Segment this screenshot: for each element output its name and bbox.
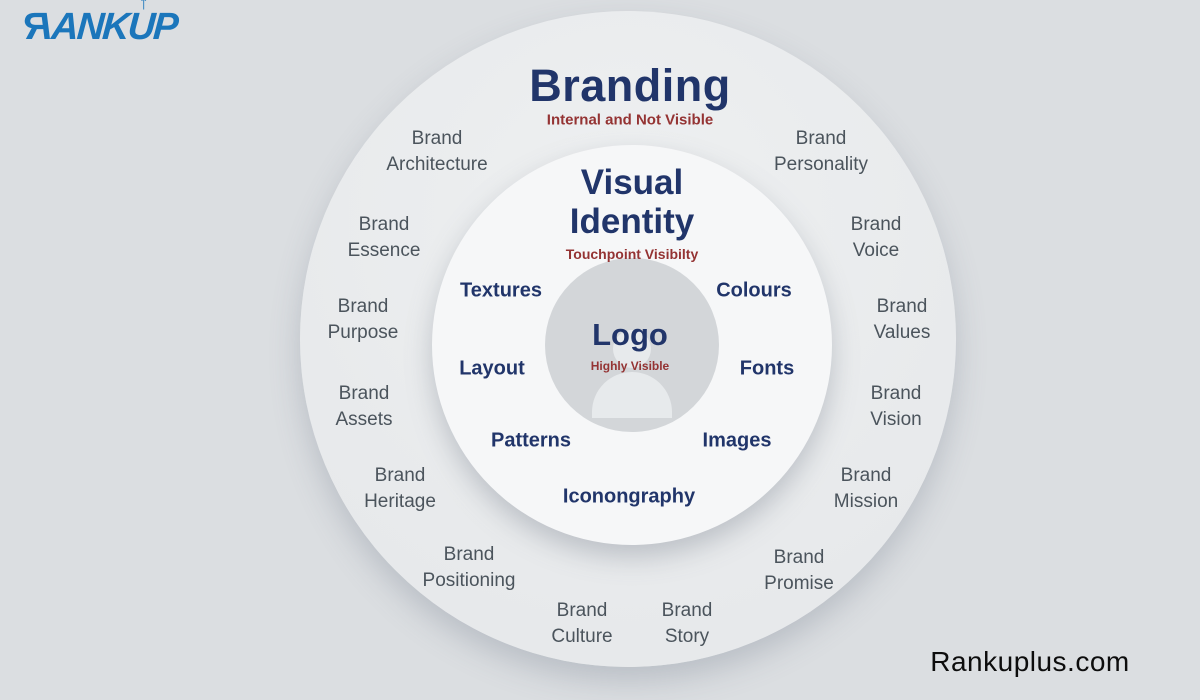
logo-title: Logo [592, 317, 668, 352]
mid-label-colours: Colours [716, 279, 792, 302]
outer-label-brand-personality: Brand Personality [774, 128, 868, 175]
logo-letter-p: P [151, 6, 179, 48]
visual-identity-subtitle: Touchpoint Visibilty [565, 246, 699, 262]
logo-letter-r: R [24, 6, 53, 48]
visual-identity-title: Visual Identity [569, 163, 695, 241]
mid-label-fonts: Fonts [739, 357, 795, 380]
site-watermark: Rankuplus.com [930, 646, 1130, 677]
logo-letter-u: U↑ [126, 0, 154, 49]
outer-label-brand-vision: Brand Vision [870, 383, 922, 430]
person-silhouette-head [613, 330, 651, 368]
mid-label-images: Images [702, 429, 772, 452]
outer-label-brand-story: Brand Story [661, 600, 713, 647]
outer-label-brand-values: Brand Values [873, 296, 931, 343]
outer-label-brand-purpose: Brand Purpose [327, 296, 399, 343]
mid-label-textures: Textures [460, 279, 542, 302]
branding-title: Branding [529, 60, 731, 111]
logo-subtitle: Highly Visible [590, 359, 670, 373]
outer-label-brand-culture: Brand Culture [551, 600, 613, 647]
outer-label-brand-heritage: Brand Heritage [364, 465, 436, 512]
rankup-logo: RANKU↑P [24, 0, 179, 49]
outer-label-brand-assets: Brand Assets [335, 383, 393, 430]
mid-label-patterns: Patterns [490, 429, 572, 452]
outer-label-brand-voice: Brand Voice [850, 214, 902, 261]
outer-label-brand-architecture: Brand Architecture [386, 128, 488, 175]
mid-label-iconongraphy: Iconongraphy [562, 485, 696, 508]
logo-letters-ank: ANK [50, 6, 130, 48]
outer-label-brand-essence: Brand Essence [347, 214, 421, 261]
branding-subtitle: Internal and Not Visible [546, 111, 714, 129]
mid-label-layout: Layout [459, 357, 525, 380]
outer-label-brand-positioning: Brand Positioning [422, 544, 516, 591]
outer-label-brand-mission: Brand Mission [833, 465, 899, 512]
up-arrow-icon: ↑ [138, 0, 147, 14]
outer-label-brand-promise: Brand Promise [764, 547, 834, 594]
